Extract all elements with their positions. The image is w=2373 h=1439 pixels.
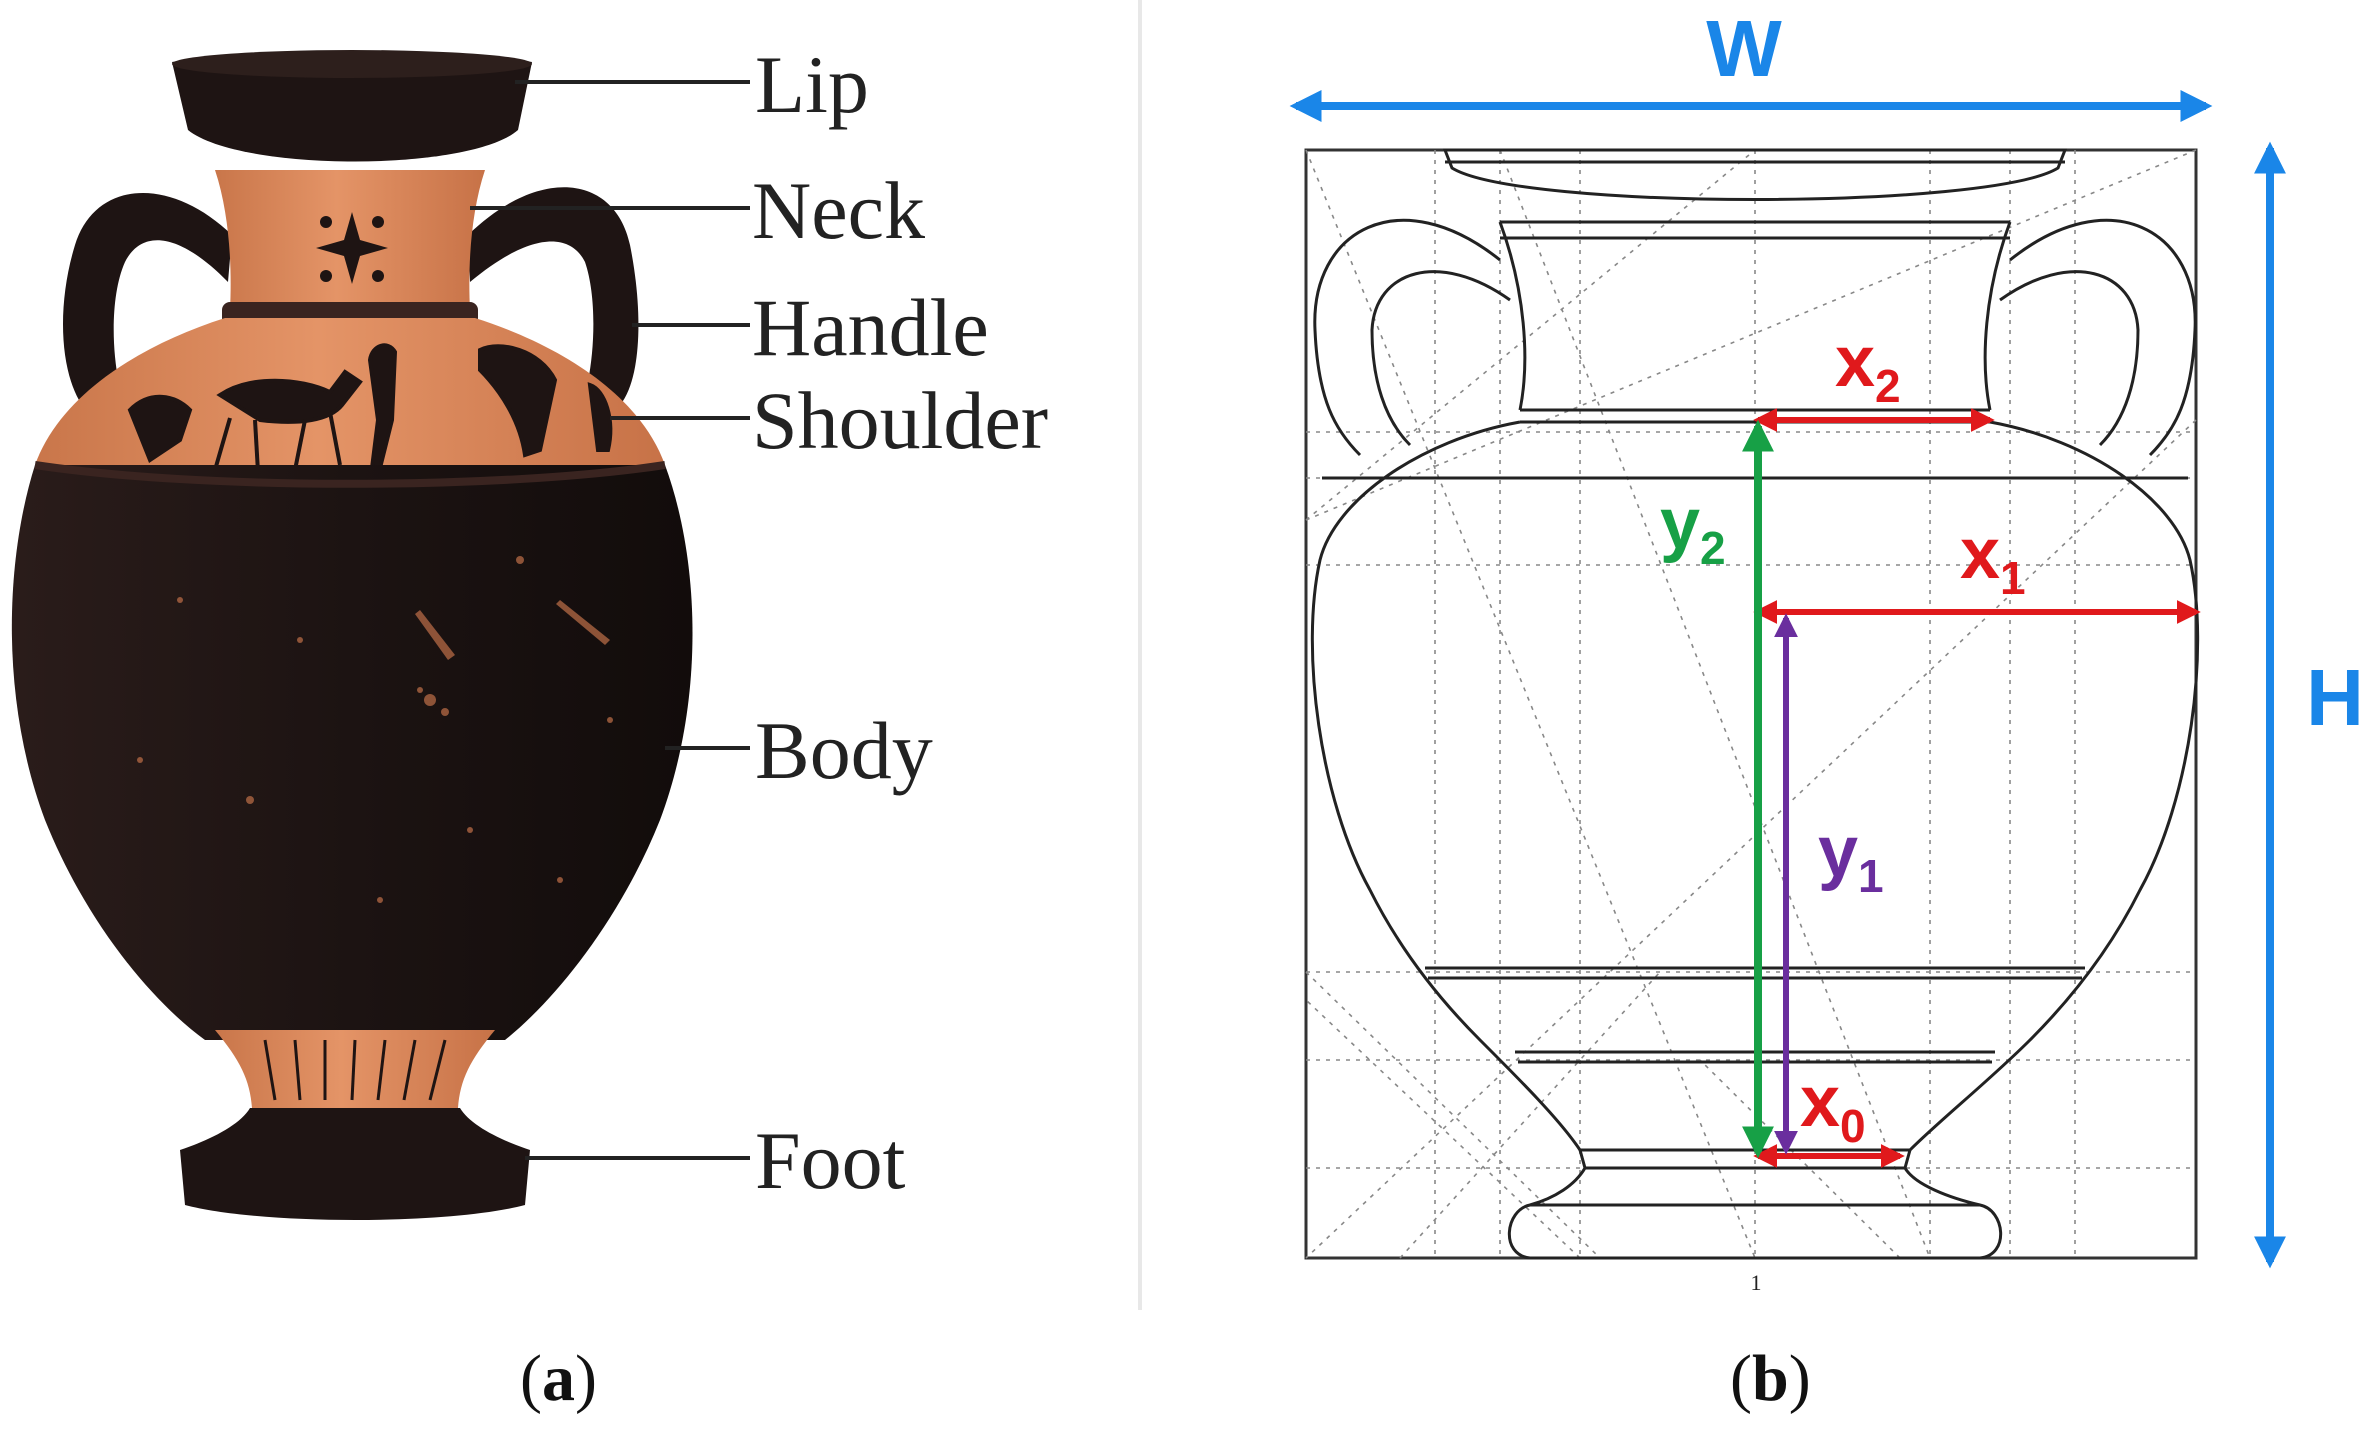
label-y2: y2 — [1660, 484, 1726, 574]
label-x2: x2 — [1835, 322, 1901, 412]
label-y1: y1 — [1818, 812, 1884, 902]
vase-lip — [172, 53, 532, 162]
neck-star-ornament — [316, 212, 388, 284]
label-w: W — [1706, 4, 1782, 93]
caption-b: (b) — [1730, 1342, 1811, 1415]
right-handle — [468, 187, 639, 410]
construction-lines — [1305, 149, 2197, 1259]
ray-pattern — [263, 1039, 447, 1101]
vase-body — [11, 465, 693, 1040]
panel-b: W H x2 x1 x0 y2 y1 1 (b — [1289, 4, 2364, 1415]
label-lip: Lip — [755, 39, 869, 130]
label-x1: x1 — [1960, 514, 2026, 604]
caption-a: (a) — [520, 1342, 597, 1415]
label-shoulder: Shoulder — [752, 375, 1048, 466]
label-neck: Neck — [752, 165, 925, 256]
drawing-frame — [1304, 148, 2198, 1260]
label-h: H — [2306, 653, 2364, 742]
leader-lines — [470, 80, 750, 1160]
label-handle: Handle — [752, 282, 989, 373]
label-body: Body — [755, 705, 933, 796]
vase-foot — [180, 1108, 530, 1220]
shoulder-frieze — [127, 343, 613, 473]
panel-a: Lip Neck Handle Shoulder Body Foot (a) — [11, 39, 1048, 1415]
drawing-page-number: 1 — [1751, 1270, 1762, 1295]
label-foot: Foot — [755, 1115, 906, 1206]
left-handle — [63, 192, 232, 415]
label-x0: x0 — [1800, 1062, 1866, 1152]
amphora-illustration — [11, 50, 693, 1220]
body-wear-marks — [137, 556, 613, 903]
